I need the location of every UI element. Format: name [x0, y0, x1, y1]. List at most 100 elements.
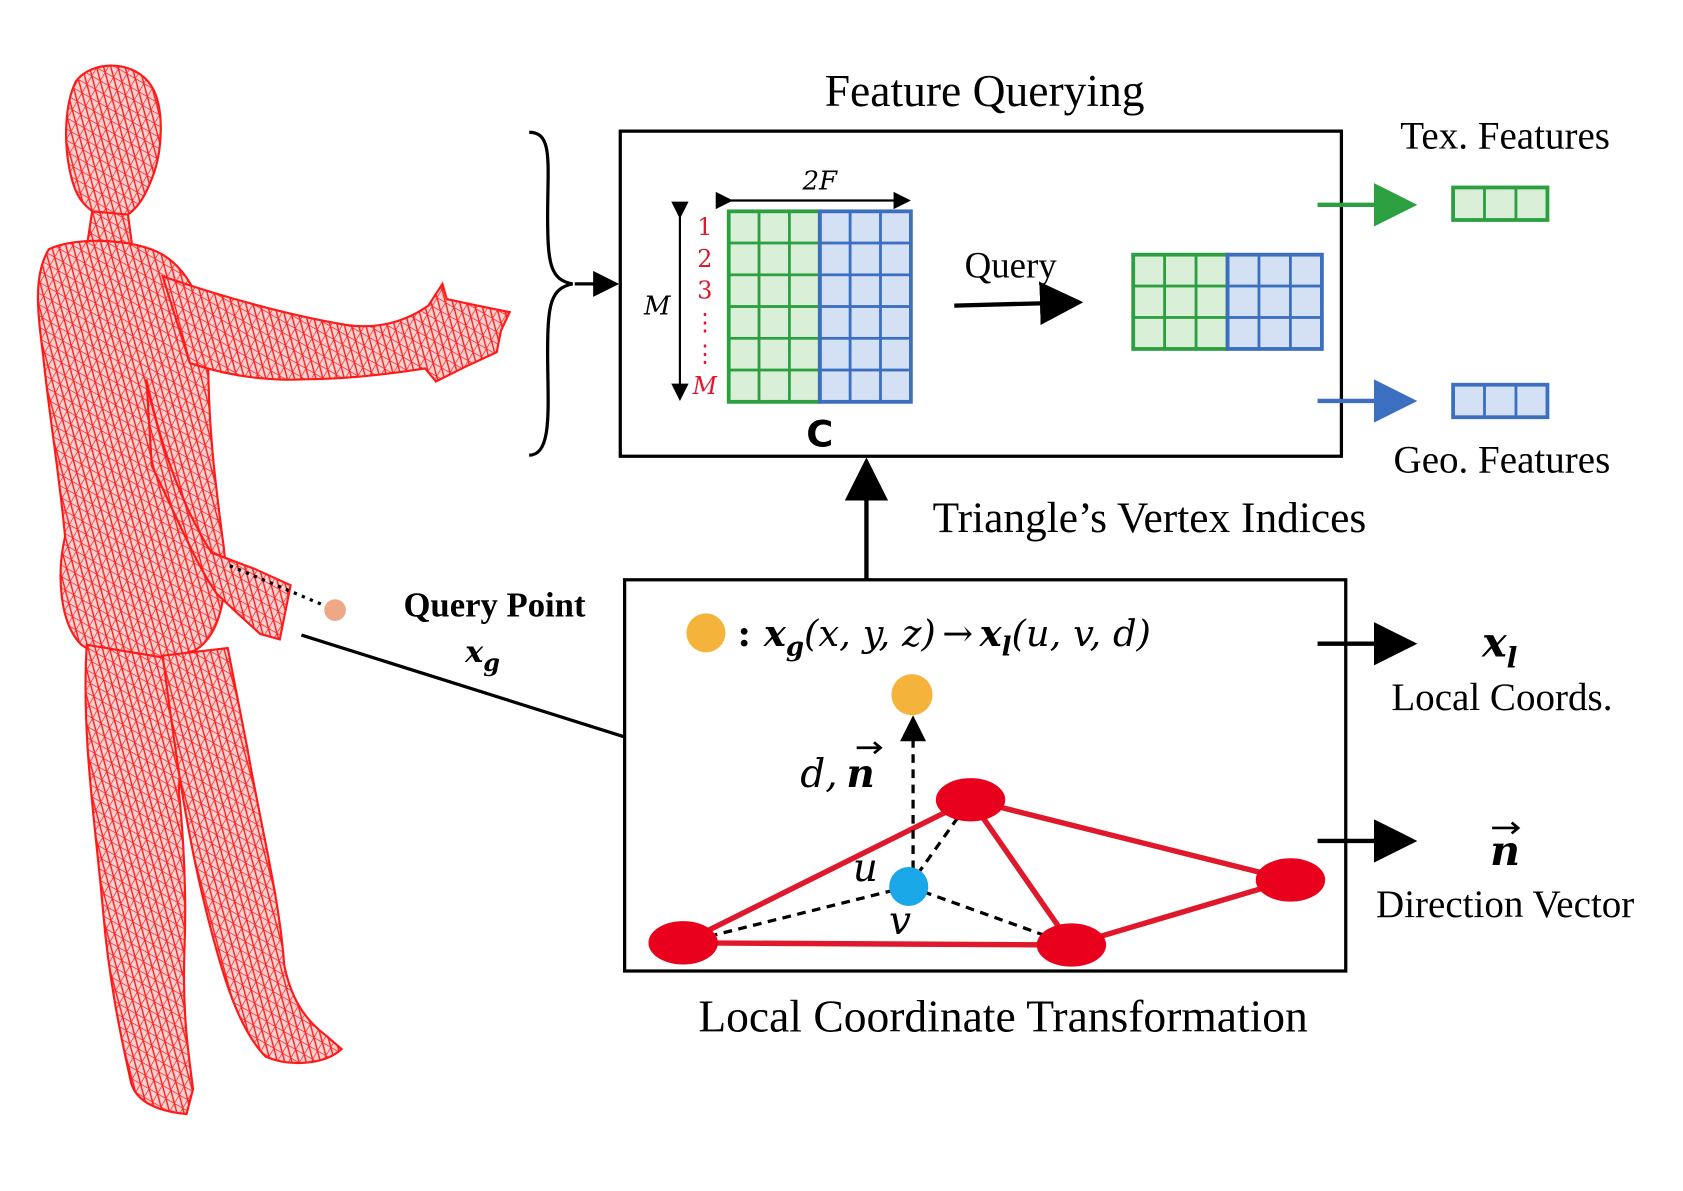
- codebook-tex-cell: [757, 241, 791, 277]
- codebook-tex-cell: [727, 305, 761, 340]
- u-label: u: [853, 846, 878, 891]
- d-n-vector-arrow-icon: [856, 741, 883, 755]
- codebook-geo-cell: [818, 368, 852, 404]
- geo-feature-vector: [1451, 382, 1550, 420]
- queried-geo-cell: [1257, 253, 1292, 288]
- codebook-row-label: 3: [697, 277, 712, 305]
- codebook-row-labels: 123⋮⋮M: [692, 213, 718, 400]
- codebook-geo-cell: [879, 305, 913, 340]
- codebook-tex-cell: [757, 368, 791, 404]
- codebook-geo-cell: [848, 273, 882, 308]
- query-point-label: Query Point: [403, 586, 586, 625]
- codebook-tex-cell: [727, 368, 761, 404]
- codebook-geo-cell: [879, 368, 913, 404]
- direction-vector-arrow-icon: [1492, 821, 1521, 835]
- codebook-tex-cell: [757, 273, 791, 308]
- tex-feature-vector: [1451, 185, 1550, 222]
- query-point-marker: [686, 613, 726, 653]
- codebook-tex-cell: [788, 336, 822, 372]
- codebook-geo-cell: [818, 273, 852, 308]
- local-transform-title: Local Coordinate Transformation: [698, 991, 1308, 1042]
- codebook-tex-cell: [727, 209, 761, 245]
- codebook-geo-cell: [879, 336, 913, 372]
- queried-tex-cell: [1163, 316, 1198, 351]
- codebook-tex-cell: [727, 336, 761, 372]
- geo-vector-geo-cell: [1483, 383, 1518, 419]
- codebook-tex-cell: [757, 336, 791, 372]
- mesh-vertex: [1255, 858, 1326, 902]
- mesh-edge: [968, 798, 1074, 947]
- mesh-edge: [1070, 877, 1292, 948]
- codebook-geo-cell: [879, 241, 913, 277]
- tex-vector-tex-border: [1451, 185, 1550, 222]
- codebook-tex-cell: [788, 368, 822, 404]
- mesh-edge: [681, 797, 972, 946]
- queried-geo-cell: [1257, 284, 1292, 319]
- queried-geo-border: [1225, 252, 1324, 351]
- codebook-tex-cell: [757, 209, 791, 245]
- codebook-grid: [726, 209, 913, 404]
- query-point-leader-line: [229, 564, 329, 609]
- codebook-row-label: ⋮: [693, 308, 717, 336]
- codebook-tex-cell: [788, 273, 822, 308]
- queried-geo-cell: [1257, 316, 1292, 351]
- feature-querying-title: Feature Querying: [825, 65, 1145, 116]
- transform-formula: : xg(x, y, z)→xl(u, v, d): [737, 611, 1151, 663]
- geo-vector-geo-border: [1451, 382, 1550, 420]
- tex-features-label: Tex. Features: [1400, 114, 1610, 157]
- mesh-edge: [969, 797, 1292, 883]
- d-n-label: d,n: [800, 751, 874, 797]
- tex-vector-tex-cell: [1514, 186, 1549, 222]
- mesh-edge: [683, 940, 1072, 948]
- codebook-tex-cell: [788, 209, 822, 245]
- queried-geo-cell: [1226, 253, 1261, 288]
- codebook-row-label: 1: [697, 213, 712, 241]
- geo-vector-geo-cell: [1451, 383, 1486, 419]
- mesh-vertex: [648, 921, 718, 965]
- queried-feature-grid: [1131, 252, 1324, 351]
- codebook-geo-border: [817, 209, 913, 404]
- direction-vector-label: Direction Vector: [1376, 883, 1634, 926]
- codebook-geo-cell: [848, 241, 882, 277]
- triangle-mesh-diagram: [648, 674, 1326, 967]
- geo-vector-geo-cell: [1514, 383, 1549, 419]
- local-transform-panel: [622, 578, 1348, 973]
- queried-tex-cell: [1163, 284, 1198, 319]
- codebook-geo-cell: [848, 209, 882, 245]
- tex-vector-tex-cell: [1451, 186, 1486, 222]
- geo-features-label: Geo. Features: [1394, 439, 1611, 482]
- queried-tex-cell: [1163, 253, 1198, 288]
- vertex-indices-label: Triangle’s Vertex Indices: [933, 494, 1367, 542]
- codebook-tex-cell: [727, 273, 761, 308]
- feature-querying-panel: [618, 129, 1344, 458]
- queried-geo-cell: [1289, 253, 1324, 288]
- direction-vector-symbol: n: [1490, 826, 1520, 875]
- brace-icon: [528, 130, 573, 457]
- query-arrow: [954, 281, 1084, 326]
- queried-tex-cell: [1194, 316, 1229, 351]
- tex-vector-tex-cell: [1483, 186, 1518, 222]
- query-point-connector: [300, 633, 626, 739]
- mesh-vertex: [1036, 923, 1107, 967]
- queried-geo-cell: [1226, 284, 1261, 319]
- query-point-symbol: xg: [464, 635, 500, 677]
- queried-tex-cell: [1194, 284, 1229, 319]
- mesh-vertex: [935, 778, 1006, 822]
- lifted-query-point-marker: [891, 674, 933, 716]
- codebook-tex-cell: [727, 241, 761, 277]
- queried-geo-cell: [1226, 316, 1261, 351]
- codebook-geo-cell: [848, 368, 882, 404]
- queried-tex-cell: [1131, 316, 1167, 351]
- queried-tex-cell: [1194, 253, 1229, 288]
- codebook-height-label: M: [643, 291, 672, 321]
- codebook-width-label: 2F: [802, 167, 839, 197]
- codebook-tex-cell: [757, 305, 791, 340]
- codebook-row-label: 2: [697, 245, 712, 273]
- queried-tex-cell: [1131, 284, 1167, 319]
- codebook-row-label: M: [692, 372, 718, 400]
- query-point-dot: [324, 599, 346, 621]
- codebook-geo-cell: [818, 336, 852, 372]
- queried-tex-cell: [1131, 253, 1167, 288]
- local-coords-label: Local Coords.: [1391, 676, 1612, 719]
- query-label: Query: [965, 244, 1058, 285]
